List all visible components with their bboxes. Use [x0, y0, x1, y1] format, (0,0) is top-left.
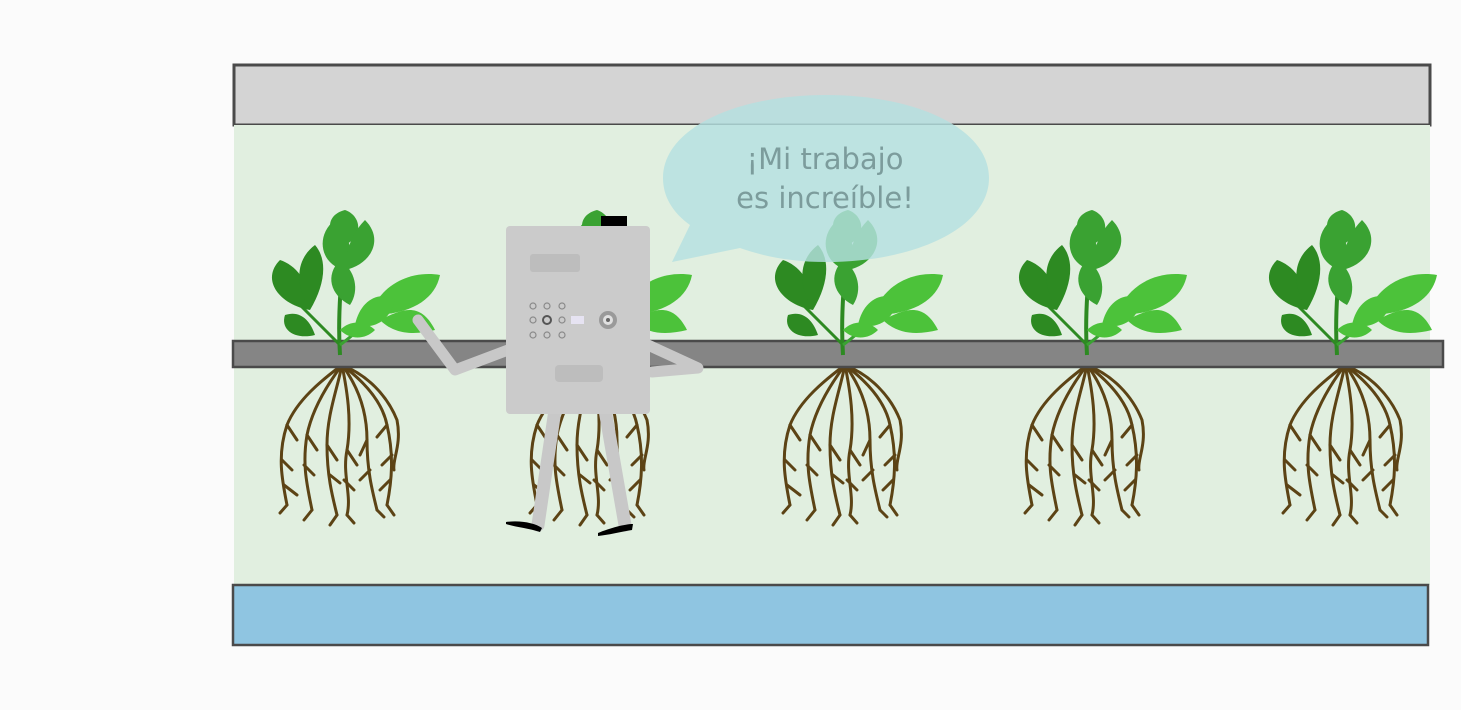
robot-display	[530, 254, 580, 272]
speech-bubble-text: ¡Mi trabajo es increíble!	[690, 140, 960, 218]
water-reservoir	[231, 583, 1430, 647]
robot-indicator	[571, 316, 584, 324]
speech-bubble	[663, 95, 989, 262]
robot-right-arm	[642, 339, 704, 378]
nutrient-pipe	[231, 339, 1445, 369]
robot-left-foot	[506, 521, 542, 532]
robot-keypad	[529, 302, 566, 339]
robot-slot	[555, 365, 603, 382]
robot-right-leg	[598, 403, 632, 532]
robot-antenna	[601, 216, 627, 228]
robot-left-arm	[412, 314, 514, 376]
robot-character	[412, 216, 704, 536]
speech-line-2: es increíble!	[736, 181, 914, 215]
robot-left-leg	[531, 403, 562, 532]
speech-line-1: ¡Mi trabajo	[746, 142, 904, 176]
robot-right-foot	[598, 524, 633, 536]
